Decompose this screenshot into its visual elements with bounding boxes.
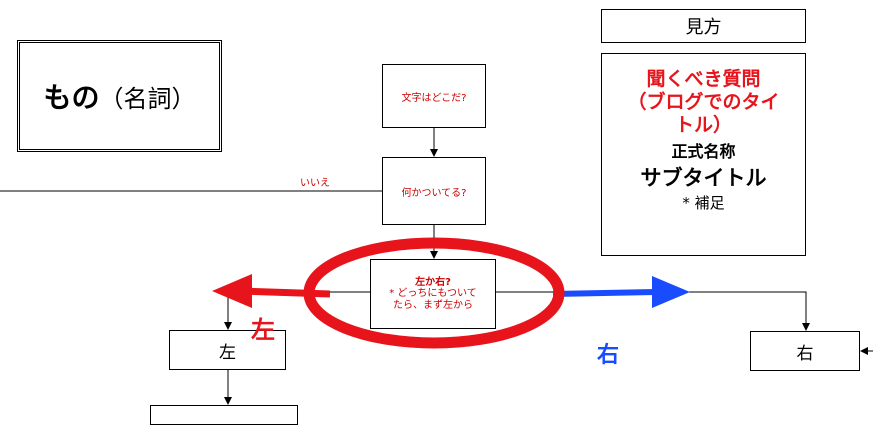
question-node-3-note-2: たら、まず左から (393, 299, 473, 311)
legend-header: 見方 (601, 9, 806, 43)
question-node-1-label: 文字はどこだ? (401, 92, 467, 104)
question-node-3: 左か右? * どっちにもついて たら、まず左から (370, 259, 496, 329)
annotation-right: 右 (597, 343, 620, 368)
red-arrow-shaft (239, 287, 331, 298)
answer-node-right: 右 (750, 331, 860, 371)
legend-question-line-3: トル） (674, 113, 732, 136)
legend-note: * 補足 (682, 194, 725, 213)
highlight-ellipse (303, 237, 565, 349)
answer-node-left: 左 (169, 330, 286, 370)
next-node-partial (150, 405, 298, 425)
question-node-1: 文字はどこだ? (382, 64, 486, 128)
edge-label-no: いいえ (300, 178, 330, 189)
connector-layer (0, 128, 873, 405)
concept-title-paren: （名詞） (99, 84, 196, 113)
question-node-3-title: 左か右? (415, 276, 451, 288)
legend-box: 聞くべき質問 （ブログでのタイ トル） 正式名称 サブタイトル * 補足 (601, 53, 806, 256)
legend-official-name: 正式名称 (671, 142, 736, 162)
legend-header-label: 見方 (685, 17, 722, 38)
legend-question-line-1: 聞くべき質問 (646, 68, 761, 90)
blue-arrow-shaft (552, 289, 657, 297)
answer-node-right-label: 右 (796, 343, 814, 364)
legend-question-line-2: （ブログでのタイ (627, 90, 780, 113)
red-arrow-head (212, 274, 252, 308)
blue-arrow-head (652, 276, 690, 308)
question-node-2: 何かついてる? (382, 157, 486, 225)
question-node-2-label: 何かついてる? (401, 187, 467, 199)
annotation-left: 左 (251, 316, 275, 344)
question-node-3-note-1: * どっちにもついて (389, 288, 477, 300)
concept-title: もの（名詞） (17, 40, 222, 152)
concept-title-main: もの (43, 81, 100, 114)
legend-subtitle: サブタイトル (640, 166, 767, 191)
answer-node-left-label: 左 (219, 342, 236, 363)
